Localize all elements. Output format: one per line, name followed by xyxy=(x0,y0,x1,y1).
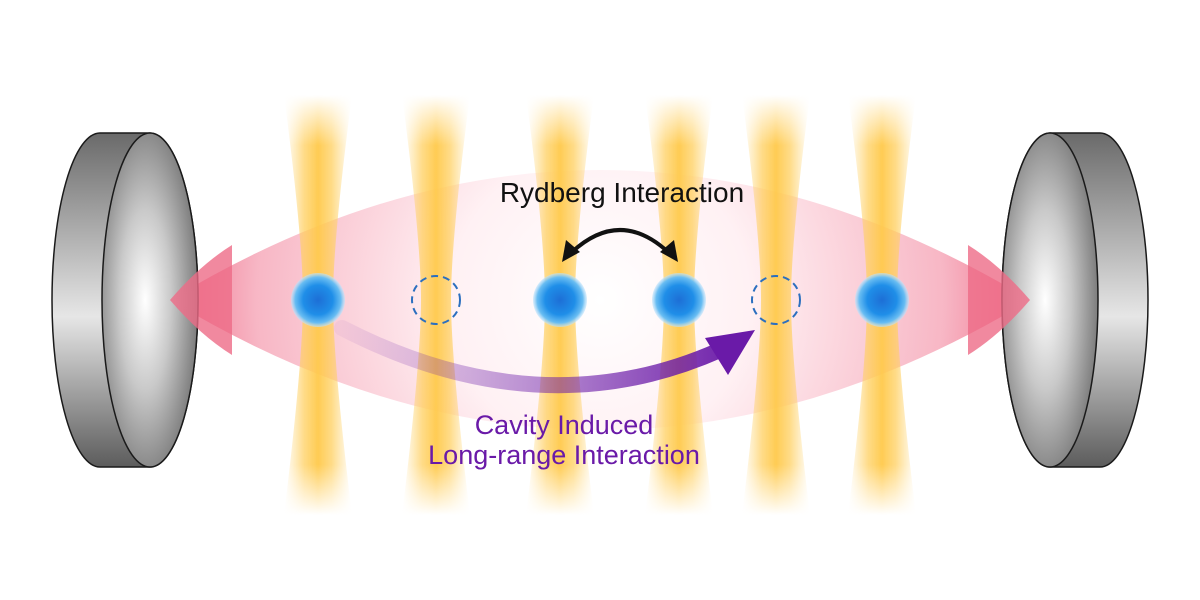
cavity-mode-left-tip xyxy=(170,245,232,355)
cavity-arrow xyxy=(334,320,755,394)
empty-site-icon xyxy=(751,275,801,325)
cavity-label-line1: Cavity Induced xyxy=(475,410,654,440)
atom-sites xyxy=(291,273,909,327)
atom-icon xyxy=(855,273,909,327)
rydberg-arrow xyxy=(562,228,678,262)
cavity-label-line2: Long-range Interaction xyxy=(428,440,700,470)
atom-icon xyxy=(291,273,345,327)
optical-tweezer-beam xyxy=(742,95,810,515)
optical-tweezer-beam xyxy=(402,95,470,515)
right-mirror-icon xyxy=(1001,132,1149,468)
cavity-mode xyxy=(170,170,1030,430)
empty-site-icon xyxy=(411,275,461,325)
rydberg-label: Rydberg Interaction xyxy=(500,177,744,208)
atom-icon xyxy=(533,273,587,327)
left-mirror-icon xyxy=(51,132,199,468)
cavity-mode-right-tip xyxy=(968,245,1030,355)
atom-icon xyxy=(652,273,706,327)
